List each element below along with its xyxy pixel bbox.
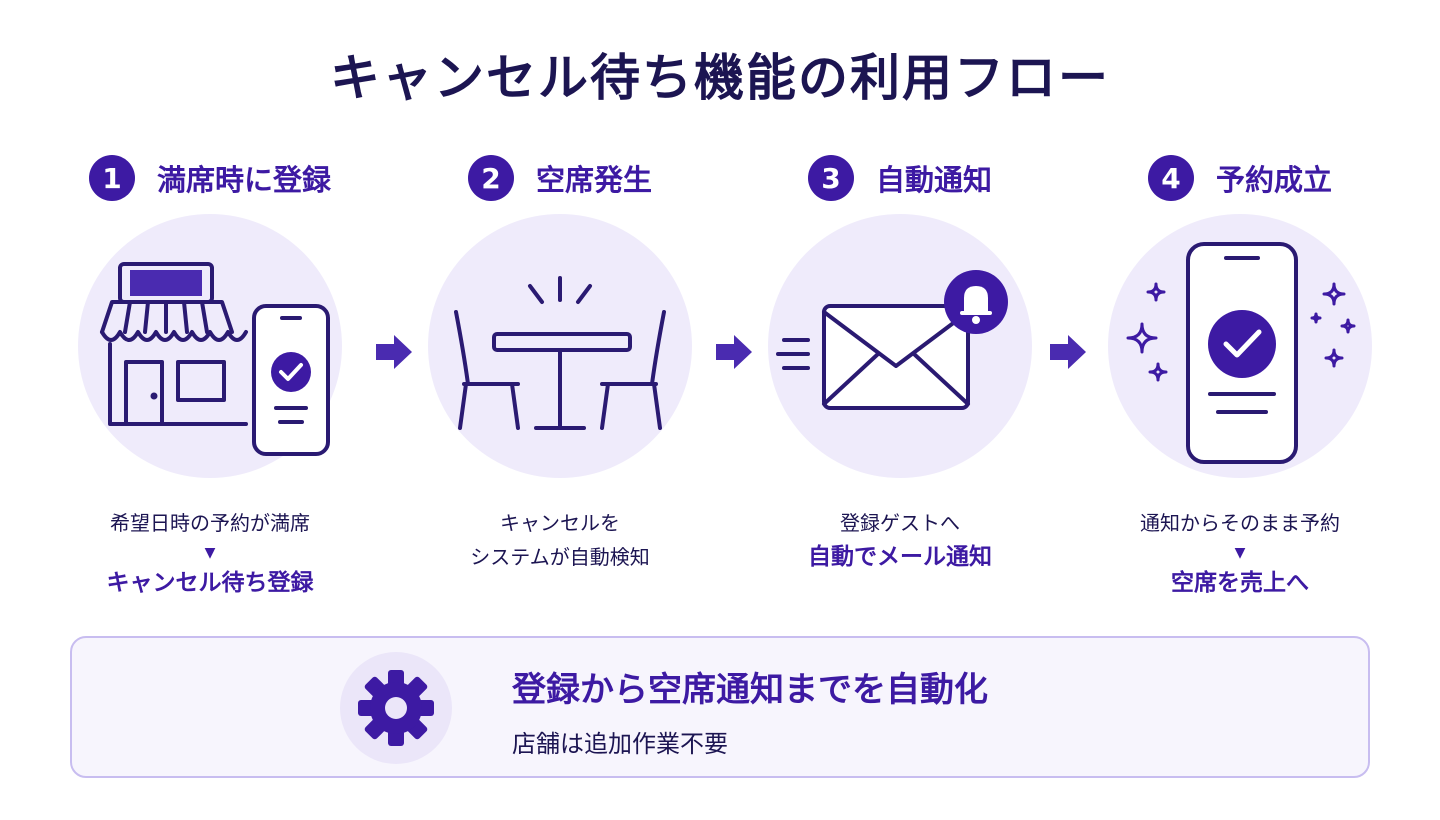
- step-description-line-1: キャンセルを: [500, 511, 620, 535]
- step-header: 3 自動通知: [740, 148, 1060, 208]
- step-title: 予約成立: [1215, 163, 1332, 197]
- step-description: 通知からそのまま予約 ▼ 空席を売上へ: [1080, 506, 1400, 600]
- step-number-badge: 3: [807, 155, 854, 201]
- gear-icon: [358, 670, 434, 746]
- step-3: 3 自動通知 登録ゲストへ 自動でメール通知: [740, 148, 1060, 570]
- step-header: 1 満席時に登録: [50, 148, 370, 208]
- step-title: 自動通知: [875, 163, 992, 197]
- step-number-badge: 1: [88, 155, 135, 201]
- step-description-line-1: 通知からそのまま予約: [1140, 511, 1340, 535]
- arrow-right-icon: [1050, 335, 1086, 369]
- step-description: キャンセルを システムが自動検知: [400, 506, 720, 574]
- step-header: 2 空席発生: [400, 148, 720, 208]
- arrow-right-icon: [716, 335, 752, 369]
- page-title: キャンセル待ち機能の利用フロー: [330, 49, 1110, 107]
- step-number-badge: 4: [1147, 155, 1194, 201]
- step-description-line-2: 空席を売上へ: [1171, 570, 1309, 596]
- empty-table-icon: [454, 276, 666, 430]
- step-description-line-2: 自動でメール通知: [808, 544, 992, 570]
- step-title: 満席時に登録: [156, 163, 331, 197]
- shop-and-phone-icon: [100, 262, 330, 456]
- step-description-line-1: 希望日時の予約が満席: [110, 511, 310, 535]
- arrow-right-icon: [376, 335, 412, 369]
- step-1: 1 満席時に登録: [50, 148, 370, 596]
- step-description: 希望日時の予約が満席 ▼ キャンセル待ち登録: [50, 506, 370, 600]
- step-description: 登録ゲストへ 自動でメール通知: [740, 506, 1060, 574]
- step-description-line-1: 登録ゲストへ: [840, 511, 960, 535]
- step-2: 2 空席発生 キャンセルを システムが自動検知: [400, 148, 720, 569]
- gear-icon-circle: [340, 652, 452, 764]
- step-4: 4 予約成立 通知からそのまま予約 ▼ 空席を売上へ: [1080, 148, 1400, 596]
- step-description-line-2: キャンセル待ち登録: [106, 570, 314, 596]
- step-header: 4 予約成立: [1080, 148, 1400, 208]
- banner-subtitle: 店舗は追加作業不要: [512, 730, 728, 758]
- mail-with-bell-icon: [776, 270, 1008, 410]
- down-triangle-icon: ▼: [1234, 545, 1246, 561]
- step-title: 空席発生: [535, 163, 652, 197]
- summary-banner: 登録から空席通知までを自動化 店舗は追加作業不要: [70, 636, 1370, 778]
- step-number-badge: 2: [467, 155, 514, 201]
- down-triangle-icon: ▼: [204, 545, 216, 561]
- illustration-circle: [428, 214, 692, 478]
- banner-title: 登録から空席通知までを自動化: [512, 670, 988, 710]
- phone-check-icon: [1126, 242, 1356, 464]
- step-description-line-2: システムが自動検知: [470, 545, 650, 569]
